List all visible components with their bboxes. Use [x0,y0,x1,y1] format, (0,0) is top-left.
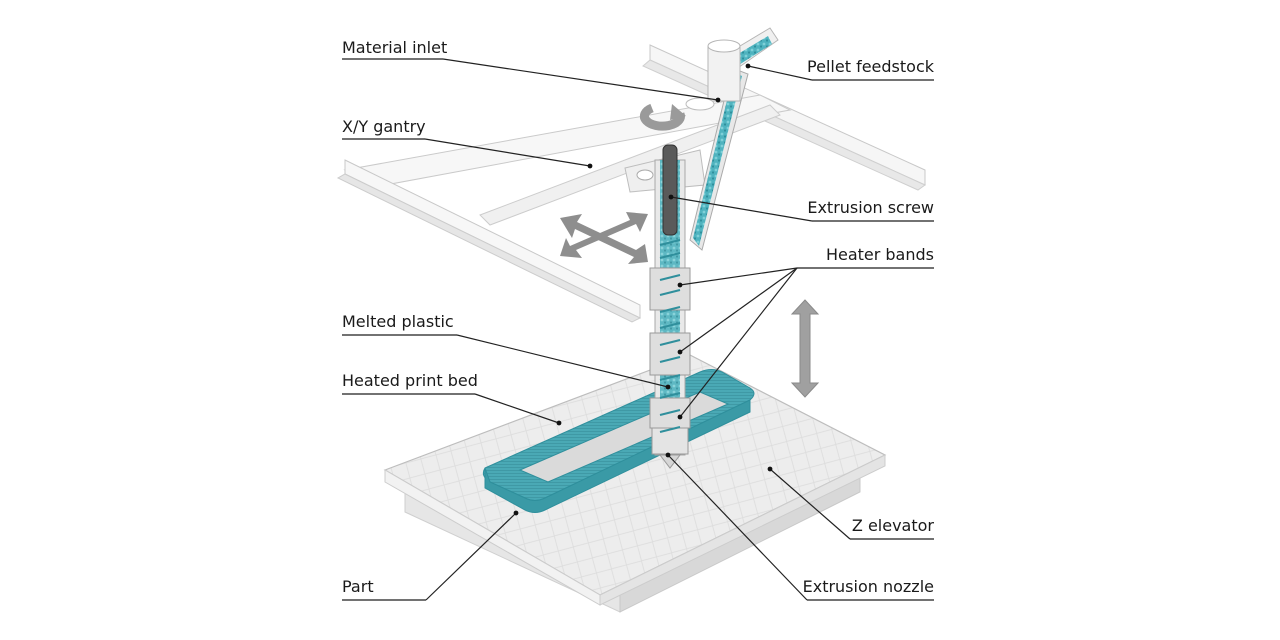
label-z-elevator: Z elevator [852,516,935,535]
label-heater-bands: Heater bands [826,245,934,264]
label-part: Part [342,577,374,596]
callout-heater-bands: Heater bands [677,245,934,420]
pointer-dot [665,452,671,458]
callout-xy-gantry: X/Y gantry [342,117,593,169]
label-extrusion-nozzle: Extrusion nozzle [803,577,934,596]
callout-pellet-feedstock: Pellet feedstock [745,57,935,81]
pointer-dot [513,510,519,516]
pointer-dot [556,420,562,426]
vertical-double-arrow-icon [790,299,820,398]
callout-part: Part [342,510,519,601]
pointer-dot [665,384,671,390]
label-pellet-feedstock: Pellet feedstock [807,57,935,76]
label-extrusion-screw: Extrusion screw [807,198,934,217]
pointer-dot [587,163,593,169]
rotation-arrow-icon [639,103,686,131]
label-heated-print-bed: Heated print bed [342,371,478,390]
pointer-dot [745,63,751,69]
heater-band-1 [649,267,691,311]
callout-extrusion-screw: Extrusion screw [668,194,934,222]
pointer-dot [767,466,773,472]
pointer-dot [715,97,721,103]
heater-band-2 [649,332,691,376]
callout-melted-plastic: Melted plastic [342,312,671,390]
pointer-dot [677,414,683,420]
label-xy-gantry: X/Y gantry [342,117,426,136]
pointer-dot [668,194,674,200]
pointer-dot [677,282,683,288]
label-melted-plastic: Melted plastic [342,312,454,331]
callout-heated-print-bed: Heated print bed [342,371,562,426]
callout-extrusion-nozzle: Extrusion nozzle [665,452,934,601]
callout-material-inlet: Material inlet [342,38,721,103]
heated-print-bed [383,354,887,606]
callout-z-elevator: Z elevator [767,466,935,540]
four-way-arrow-icon [560,212,648,264]
extruder-assembly [649,27,779,469]
label-material-inlet: Material inlet [342,38,447,57]
pointer-dot [677,349,683,355]
